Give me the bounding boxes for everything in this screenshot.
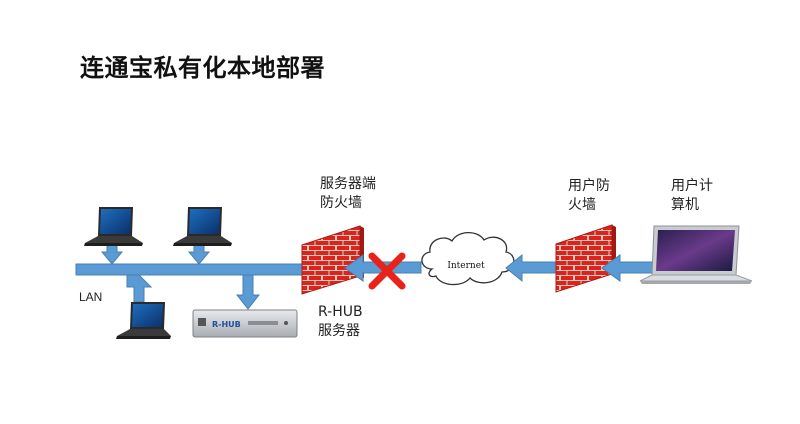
server-firewall-icon <box>301 225 364 295</box>
user-firewall-icon <box>555 224 616 293</box>
device-brand-text: R-HUB <box>212 320 241 329</box>
label-line: R-HUB <box>318 304 363 320</box>
label-line: 火墙 <box>568 197 596 213</box>
user-computer-icon <box>639 225 753 284</box>
arrow-user-firewall-to-internet <box>505 253 557 283</box>
label-line: 用户防 <box>568 178 610 194</box>
laptop-icon <box>116 302 171 339</box>
label-line: 用户计 <box>671 178 713 194</box>
user-firewall-label: 用户防 火墙 <box>568 177 610 215</box>
internet-cloud-icon: Internet <box>421 231 515 286</box>
label-line: 算机 <box>671 197 699 213</box>
laptop-icon <box>84 207 143 246</box>
lan-bus <box>75 263 305 276</box>
page-title: 连通宝私有化本地部署 <box>80 54 325 82</box>
blocked-x-icon <box>368 252 406 290</box>
label-line: 服务器端 <box>320 176 376 192</box>
lan-label: LAN <box>79 290 103 304</box>
laptop-icon <box>173 207 232 246</box>
user-computer-label: 用户计 算机 <box>671 177 713 215</box>
rhub-server-label: R-HUB 服务器 <box>318 303 363 341</box>
rhub-server-device: R-HUB <box>192 309 298 338</box>
label-line: 服务器 <box>318 323 360 339</box>
server-firewall-label: 服务器端 防火墙 <box>320 175 376 213</box>
label-line: 防火墙 <box>320 195 362 211</box>
arrow-lan-to-rhub <box>235 274 261 310</box>
internet-label: Internet <box>447 261 485 271</box>
arrow-lan-to-laptop3 <box>126 274 153 303</box>
